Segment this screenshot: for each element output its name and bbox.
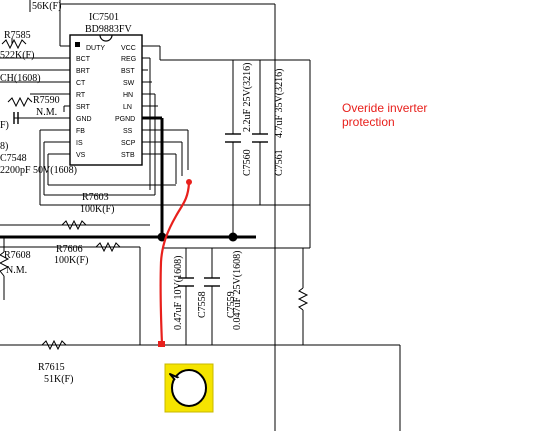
label-r7608-ref: R7608 — [4, 250, 31, 261]
speech-bubble-icon — [169, 369, 207, 407]
pin-srt: SRT — [76, 104, 91, 111]
annotation-line-1: Overide inverter — [342, 101, 427, 115]
label-b-mark: 8) — [0, 141, 8, 152]
pin-is: IS — [76, 140, 83, 147]
ic-part: BD9883FV — [85, 24, 132, 35]
pin-brt: BRT — [76, 68, 91, 75]
label-c7560-val: 2.2uF 25V(3216) — [242, 63, 253, 132]
pin-duty: DUTY — [86, 45, 105, 52]
label-c7548-val: 2200pF 50V(1608) — [0, 165, 77, 176]
thick-bus — [0, 116, 256, 239]
override-wire — [158, 179, 192, 347]
resistor-r7615 — [41, 339, 67, 351]
junction-dot — [157, 232, 167, 242]
pin-hn: HN — [123, 92, 133, 99]
label-r7606-ref: R7606 — [56, 244, 83, 255]
resistor-r7590 — [7, 96, 33, 108]
label-c7561-ref: C7561 — [274, 149, 285, 176]
annotation-line-2: protection — [342, 115, 395, 129]
label-c7558-ref: C7558 — [197, 291, 208, 318]
label-c7561-val: 4.7uF 35V(3216) — [274, 69, 285, 138]
capacitor-c7558 — [178, 277, 194, 287]
label-top-cut: 56K(F) — [32, 1, 61, 12]
label-c7558-val: 0.47uF 10V(1608) — [173, 256, 184, 330]
label-c7559-val: 0.047uF 25V(1608) — [232, 251, 243, 330]
label-f-mark: F) — [0, 120, 9, 131]
label-r7615-val: 51K(F) — [44, 374, 73, 385]
capacitor-c7560 — [225, 133, 241, 143]
label-r7603-ref: R7603 — [82, 192, 109, 203]
label-r7585-val: 522K(F) — [0, 50, 34, 61]
pin-vs: VS — [76, 152, 86, 159]
pin-ss: SS — [123, 128, 133, 135]
label-r7585-ref: R7585 — [4, 30, 31, 41]
wires — [0, 0, 401, 431]
pin-bst: BST — [121, 68, 135, 75]
resistor-right — [297, 287, 309, 311]
resistor-r7585 — [1, 38, 27, 50]
label-c7559-ref: C7559 — [226, 291, 237, 318]
pin-pgnd: PGND — [115, 116, 135, 123]
pin-ln: LN — [123, 104, 132, 111]
resistor-r7606 — [95, 241, 121, 253]
label-r7606-val: 100K(F) — [54, 255, 88, 266]
label-r7603-val: 100K(F) — [80, 204, 114, 215]
label-r7608-val: N.M. — [6, 265, 27, 276]
label-r7615-ref: R7615 — [38, 362, 65, 373]
junction-dot — [228, 232, 238, 242]
pin-reg: REG — [121, 56, 136, 63]
label-c7548-ref: C7548 — [0, 153, 27, 164]
capacitor-c7559 — [204, 277, 220, 287]
capacitor-c7561 — [252, 133, 268, 143]
ic-body — [69, 34, 143, 166]
pin-stb: STB — [121, 152, 135, 159]
capacitor-left — [13, 112, 19, 124]
pin-ct: CT — [76, 80, 86, 87]
ic-left-pins: DUTY BCT BRT CT RT SRT GND FB IS VS — [76, 45, 105, 159]
label-r7590-val: N.M. — [36, 107, 57, 118]
sticker[interactable] — [164, 363, 214, 413]
pin-sw: SW — [123, 80, 135, 87]
ic-ref: IC7501 — [89, 12, 119, 23]
pin-vcc: VCC — [121, 45, 136, 52]
label-ch1608: CH(1608) — [0, 73, 41, 84]
pin-scp: SCP — [121, 140, 136, 147]
resistor-r7603 — [61, 219, 87, 231]
pin-fb: FB — [76, 128, 85, 135]
label-r7590-ref: R7590 — [33, 95, 60, 106]
ic-right-pins: VCC REG BST SW HN LN PGND SS SCP STB — [115, 45, 136, 159]
label-c7560-ref: C7560 — [242, 149, 253, 176]
pin-rt: RT — [76, 92, 86, 99]
pin-bct: BCT — [76, 56, 91, 63]
pin-gnd: GND — [76, 116, 92, 123]
